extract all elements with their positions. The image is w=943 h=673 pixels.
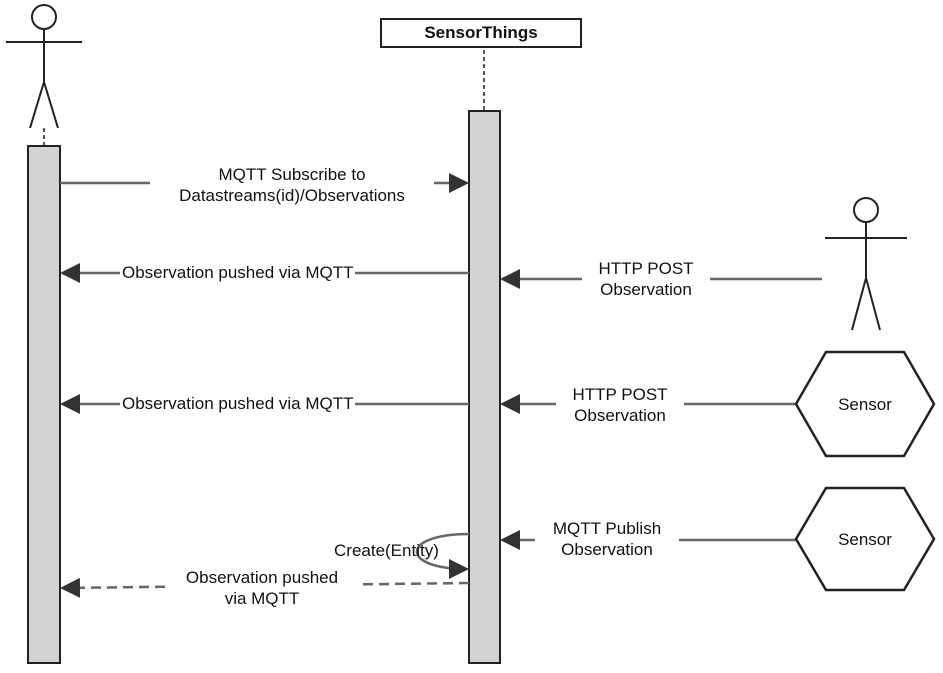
sensor-label-2: Sensor	[838, 530, 892, 549]
publish-label: MQTT Publish Observation	[535, 518, 679, 560]
pushed-label-3: Observation pushed via MQTT	[165, 567, 359, 609]
sensor-hexagon-2	[794, 486, 936, 592]
pushed-label-3-line2: via MQTT	[224, 589, 300, 608]
post-label-2: HTTP POST Observation	[556, 384, 684, 426]
create-entity-label: Create(Entity)	[334, 541, 439, 560]
subscribe-label-line1: MQTT Subscribe to	[218, 165, 366, 184]
client-actor	[6, 4, 82, 129]
post-label-2-line1: HTTP POST	[572, 385, 668, 404]
sensor-hexagon-1	[794, 350, 936, 458]
client-activation-bar	[27, 145, 61, 664]
publish-label-line1: MQTT Publish	[552, 519, 662, 538]
pushed-label-1: Observation pushed via MQTT	[120, 262, 356, 283]
pushed-label-2: Observation pushed via MQTT	[120, 393, 356, 414]
sensorthings-label: SensorThings	[424, 23, 538, 42]
sensorthings-participant: SensorThings	[380, 18, 582, 48]
post-label-1: HTTP POST Observation	[582, 258, 710, 300]
post-label-1-line2: Observation	[600, 280, 692, 299]
user-actor	[825, 197, 907, 331]
post-label-1-line1: HTTP POST	[598, 259, 694, 278]
sensor-label-1: Sensor	[838, 395, 892, 414]
pushed-label-3-line1: Observation pushed	[185, 568, 339, 587]
subscribe-label-line2: Datastreams(id)/Observations	[179, 186, 405, 205]
server-activation-bar	[468, 110, 501, 664]
create-self-loop	[415, 532, 470, 579]
post-label-2-line2: Observation	[574, 406, 666, 425]
subscribe-label: MQTT Subscribe to Datastreams(id)/Observ…	[150, 164, 434, 206]
pushed-arrow-3	[60, 577, 470, 598]
publish-label-line2: Observation	[561, 540, 653, 559]
